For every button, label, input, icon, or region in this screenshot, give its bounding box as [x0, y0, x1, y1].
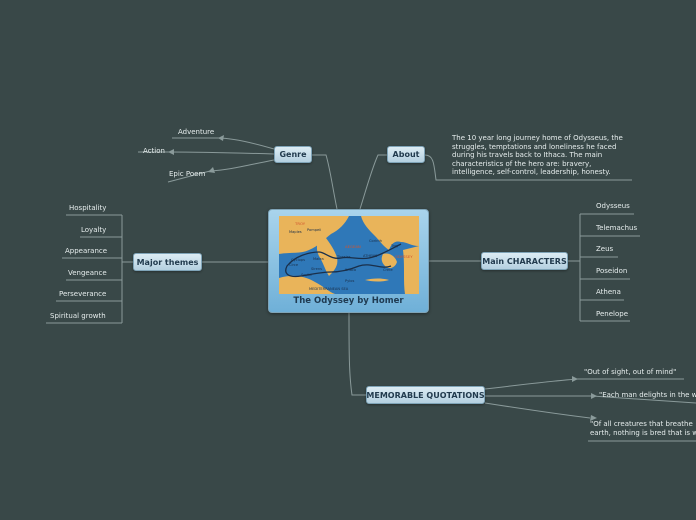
character-item[interactable]: Poseidon [596, 267, 628, 275]
theme-item[interactable]: Appearance [65, 247, 108, 255]
map-label: Malea [313, 257, 324, 261]
theme-item[interactable]: Spiritual growth [50, 312, 106, 320]
about-label: About [392, 150, 420, 159]
memorable-quotations-node[interactable]: MEMORABLE QUOTATIONS [366, 386, 485, 404]
character-item[interactable]: Odysseus [596, 202, 630, 210]
character-item[interactable]: Athena [596, 288, 621, 296]
character-item[interactable]: Telemachus [596, 224, 638, 232]
map-label: Ithaca [345, 268, 356, 272]
map-label: MEDITERRANEAN SEA [309, 287, 349, 291]
character-item[interactable]: Zeus [596, 245, 614, 253]
main-characters-label: Main CHARACTERS [482, 256, 567, 266]
map-label: Circe [289, 263, 299, 267]
map-label: Corinth [369, 239, 382, 243]
genre-item-epic-poem[interactable]: Epic Poem [169, 170, 206, 178]
genre-item-adventure[interactable]: Adventure [178, 128, 215, 136]
map-label: Scylla [301, 273, 312, 277]
theme-item[interactable]: Perseverance [59, 290, 107, 298]
odyssey-map-image: Maples Pompeii Cyclops Circe Malea Siren… [279, 216, 419, 294]
major-themes-node[interactable]: Major themes [133, 253, 202, 271]
map-label: TROY [294, 221, 306, 226]
quotation-item[interactable]: "Out of sight, out of mind" [584, 368, 677, 376]
genre-node[interactable]: Genre [274, 146, 312, 163]
map-label: Troy [390, 244, 399, 248]
map-label: Sirens [311, 267, 322, 271]
theme-item[interactable]: Loyalty [81, 226, 107, 234]
map-label: Tiresias [336, 255, 351, 259]
theme-item[interactable]: Vengeance [68, 269, 107, 277]
memorable-quotations-label: MEMORABLE QUOTATIONS [366, 390, 485, 400]
about-description: The 10 year long journey home of Odysseu… [452, 134, 623, 177]
about-node[interactable]: About [387, 146, 425, 163]
genre-item-action[interactable]: Action [143, 147, 165, 155]
map-label: Pylos [345, 279, 354, 283]
theme-item[interactable]: Hospitality [69, 204, 107, 212]
map-label: Cyclops [291, 258, 305, 262]
character-item[interactable]: Penelope [596, 310, 628, 318]
genre-label: Genre [279, 150, 307, 159]
map-label: ATHENS [363, 254, 378, 258]
major-themes-label: Major themes [136, 257, 199, 267]
central-title: The Odyssey by Homer [293, 296, 404, 306]
central-topic[interactable]: Maples Pompeii Cyclops Circe Malea Siren… [268, 209, 429, 313]
map-label: Pompeii [307, 228, 321, 232]
quotation-item[interactable]: "Each man delights in the w [599, 391, 696, 399]
map-label: AEGEAN [345, 244, 361, 249]
quotation-item[interactable]: "Of all creatures that breathe earth, no… [590, 420, 696, 437]
map-label: Crete [383, 268, 394, 272]
map-label: Maples [289, 230, 302, 234]
main-characters-node[interactable]: Main CHARACTERS [481, 252, 568, 270]
map-label: ODYSSEY [395, 254, 413, 259]
